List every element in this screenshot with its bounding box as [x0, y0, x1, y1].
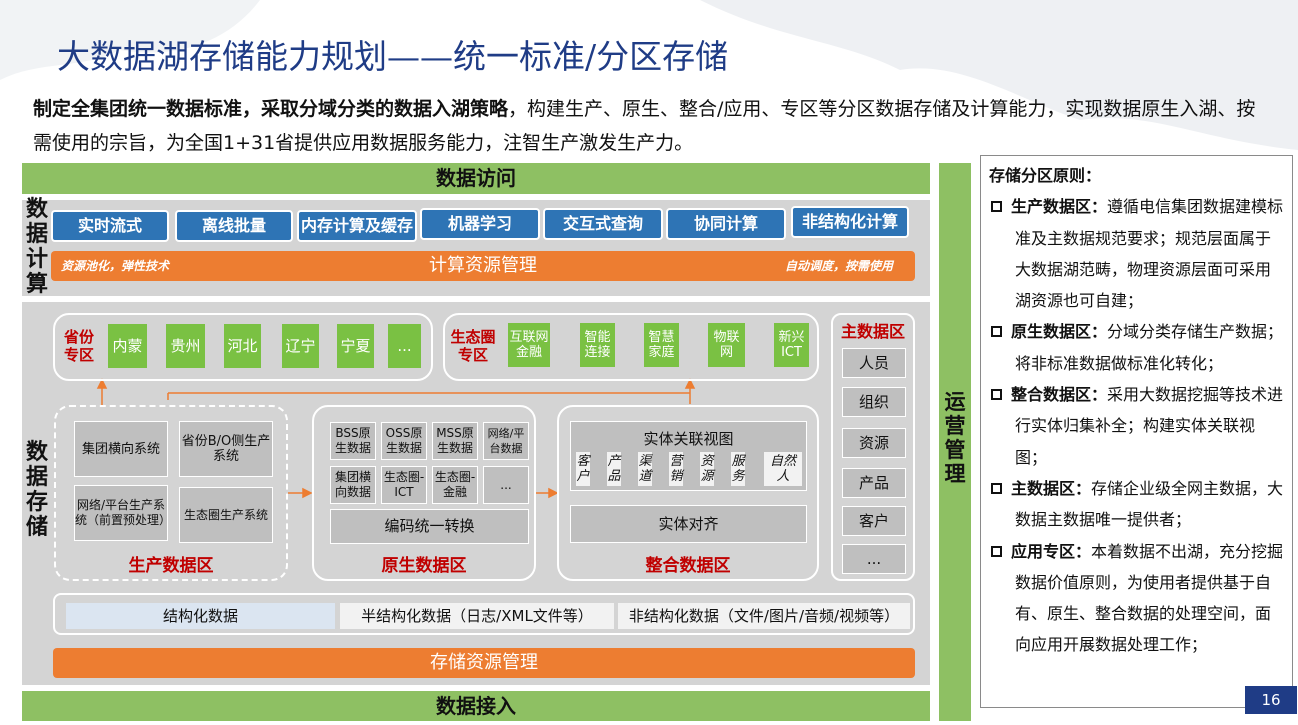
ecosystem-zone [443, 313, 819, 381]
entity-align-box: 实体对齐 [570, 505, 807, 543]
master-item-organization: 组织 [842, 387, 906, 417]
entity-view-title: 实体关联视图 [643, 430, 734, 448]
production-zone-label: 生产数据区 [128, 556, 214, 576]
operations-bar [939, 163, 971, 721]
master-item-product: 产品 [842, 468, 906, 498]
compute-resource-left: 资源池化，弹性技术 [61, 259, 170, 273]
integrated-zone-label: 整合数据区 [645, 556, 731, 576]
province-item-more: ... [388, 324, 421, 368]
raw-zone-label: 原生数据区 [381, 556, 467, 576]
raw-zone [312, 405, 536, 581]
page-number: 16 [1245, 686, 1297, 714]
master-item-resource: 资源 [842, 428, 906, 458]
entity-item-channel: 渠道 [638, 452, 652, 486]
data-ingest-bar: 数据接入 [22, 691, 930, 721]
province-zone-label: 省份专区 [63, 328, 94, 364]
entity-item-service: 服务 [731, 452, 745, 486]
master-data-label: 主数据区 [840, 322, 905, 341]
storage-resource-title: 存储资源管理 [430, 652, 538, 673]
entity-item-product: 产品 [607, 452, 621, 486]
principle-application: 应用专区：本着数据不出湖，充分挖掘数据价值原则，为使用者提供基于自有、原生、整合… [989, 536, 1285, 661]
semi-structured-data: 半结构化数据（日志/XML文件等） [340, 603, 614, 629]
principles-panel: 存储分区原则： 生产数据区：遵循电信集团数据建模标准及主数据规范要求；规范层面属… [980, 155, 1293, 708]
eco-item-internet-finance: 互联网金融 [508, 323, 550, 367]
compute-label: 数据计算 [25, 197, 48, 297]
raw-item-network-platform: 网络/平台数据 [483, 422, 529, 460]
intro-bold: 制定全集团统一数据标准，采取分域分类的数据入湖策略 [33, 98, 509, 120]
integrated-zone [557, 405, 819, 581]
btn-unstructured-compute[interactable]: 非结构化计算 [791, 206, 909, 238]
compute-resource-title: 计算资源管理 [429, 255, 537, 276]
principle-raw: 原生数据区：分域分类存储生产数据；将非标准数据做标准化转化； [989, 316, 1285, 379]
raw-item-group-horizontal: 集团横向数据 [330, 466, 376, 504]
province-item-liaoning: 辽宁 [282, 324, 319, 368]
storage-label: 数据存储 [25, 440, 48, 540]
raw-item-more: ... [483, 466, 529, 504]
eco-item-smart-connect: 智能连接 [580, 323, 615, 367]
province-item-ningxia: 宁夏 [337, 324, 374, 368]
entity-item-natural-person: 自然人 [764, 452, 802, 486]
province-zone [53, 313, 433, 381]
operations-label: 运营管理 [944, 390, 966, 486]
entity-item-marketing: 营销 [669, 452, 683, 486]
raw-item-oss: OSS原生数据 [381, 422, 427, 460]
raw-item-mss: MSS原生数据 [432, 422, 478, 460]
master-item-more: ... [842, 544, 906, 574]
intro-rest: ，构建生产、原生、整合/应用、专区等分区数据存储及计算能力，实现数据原生入湖、按… [33, 98, 1256, 154]
btn-offline-batch[interactable]: 离线批量 [175, 210, 293, 242]
prod-item-group-horizontal: 集团横向系统 [74, 421, 168, 477]
production-zone [54, 405, 288, 581]
raw-item-eco-ict: 生态圈-ICT [381, 466, 427, 504]
checkbox-icon [991, 389, 1002, 401]
structured-data: 结构化数据 [66, 603, 335, 629]
province-item-hebei: 河北 [224, 324, 261, 368]
storage-resource-bar: 存储资源管理 [53, 648, 915, 678]
principle-integrated: 整合数据区：采用大数据挖掘等技术进行实体归集补全；构建实体关联视图； [989, 379, 1285, 473]
province-item-guizhou: 贵州 [166, 324, 205, 368]
page-title: 大数据湖存储能力规划——统一标准/分区存储 [57, 37, 729, 76]
btn-machine-learning[interactable]: 机器学习 [420, 208, 540, 240]
checkbox-icon [991, 482, 1002, 494]
unstructured-data: 非结构化数据（文件/图片/音频/视频等） [618, 603, 910, 629]
province-item-neimeng: 内蒙 [108, 324, 147, 368]
btn-realtime-stream[interactable]: 实时流式 [51, 210, 169, 242]
compute-resource-right: 自动调度，按需使用 [784, 259, 893, 273]
eco-item-smart-home: 智慧家庭 [644, 323, 679, 367]
principles-title: 存储分区原则： [989, 166, 1102, 185]
raw-encoding-box: 编码统一转换 [330, 509, 529, 544]
raw-item-eco-finance: 生态圈-金融 [432, 466, 478, 504]
principle-master: 主数据区：存储企业级全网主数据，大数据主数据唯一提供者； [989, 473, 1285, 536]
entity-item-customer: 客户 [576, 452, 590, 486]
eco-item-new-ict: 新兴ICT [774, 323, 809, 367]
master-item-customer: 客户 [842, 506, 906, 536]
ecosystem-zone-label: 生态圈专区 [450, 328, 496, 364]
btn-memory-cache[interactable]: 内存计算及缓存 [297, 210, 417, 242]
btn-collaborative-compute[interactable]: 协同计算 [666, 208, 786, 240]
checkbox-icon [991, 201, 1002, 213]
master-data-zone [831, 313, 915, 581]
intro-text: 制定全集团统一数据标准，采取分域分类的数据入湖策略，构建生产、原生、整合/应用、… [33, 92, 1273, 160]
prod-item-ecosystem: 生态圈生产系统 [179, 487, 273, 543]
raw-item-bss: BSS原生数据 [330, 422, 376, 460]
prod-item-province-bo: 省份B/O侧生产系统 [179, 421, 273, 477]
btn-interactive-query[interactable]: 交互式查询 [543, 208, 663, 240]
data-access-bar: 数据访问 [22, 163, 930, 194]
data-types-frame [53, 593, 915, 635]
eco-item-iot: 物联网 [708, 323, 745, 367]
checkbox-icon [991, 545, 1002, 557]
checkbox-icon [991, 326, 1002, 338]
principle-production: 生产数据区：遵循电信集团数据建模标准及主数据规范要求；规范层面属于大数据湖范畴，… [989, 191, 1285, 316]
master-item-personnel: 人员 [842, 348, 906, 378]
flow-arrows [96, 378, 696, 499]
compute-resource-bar: 计算资源管理 资源池化，弹性技术 自动调度，按需使用 [51, 251, 915, 281]
prod-item-network-platform: 网络/平台生产系统（前置预处理） [74, 485, 171, 541]
entity-item-resource: 资源 [700, 452, 714, 486]
